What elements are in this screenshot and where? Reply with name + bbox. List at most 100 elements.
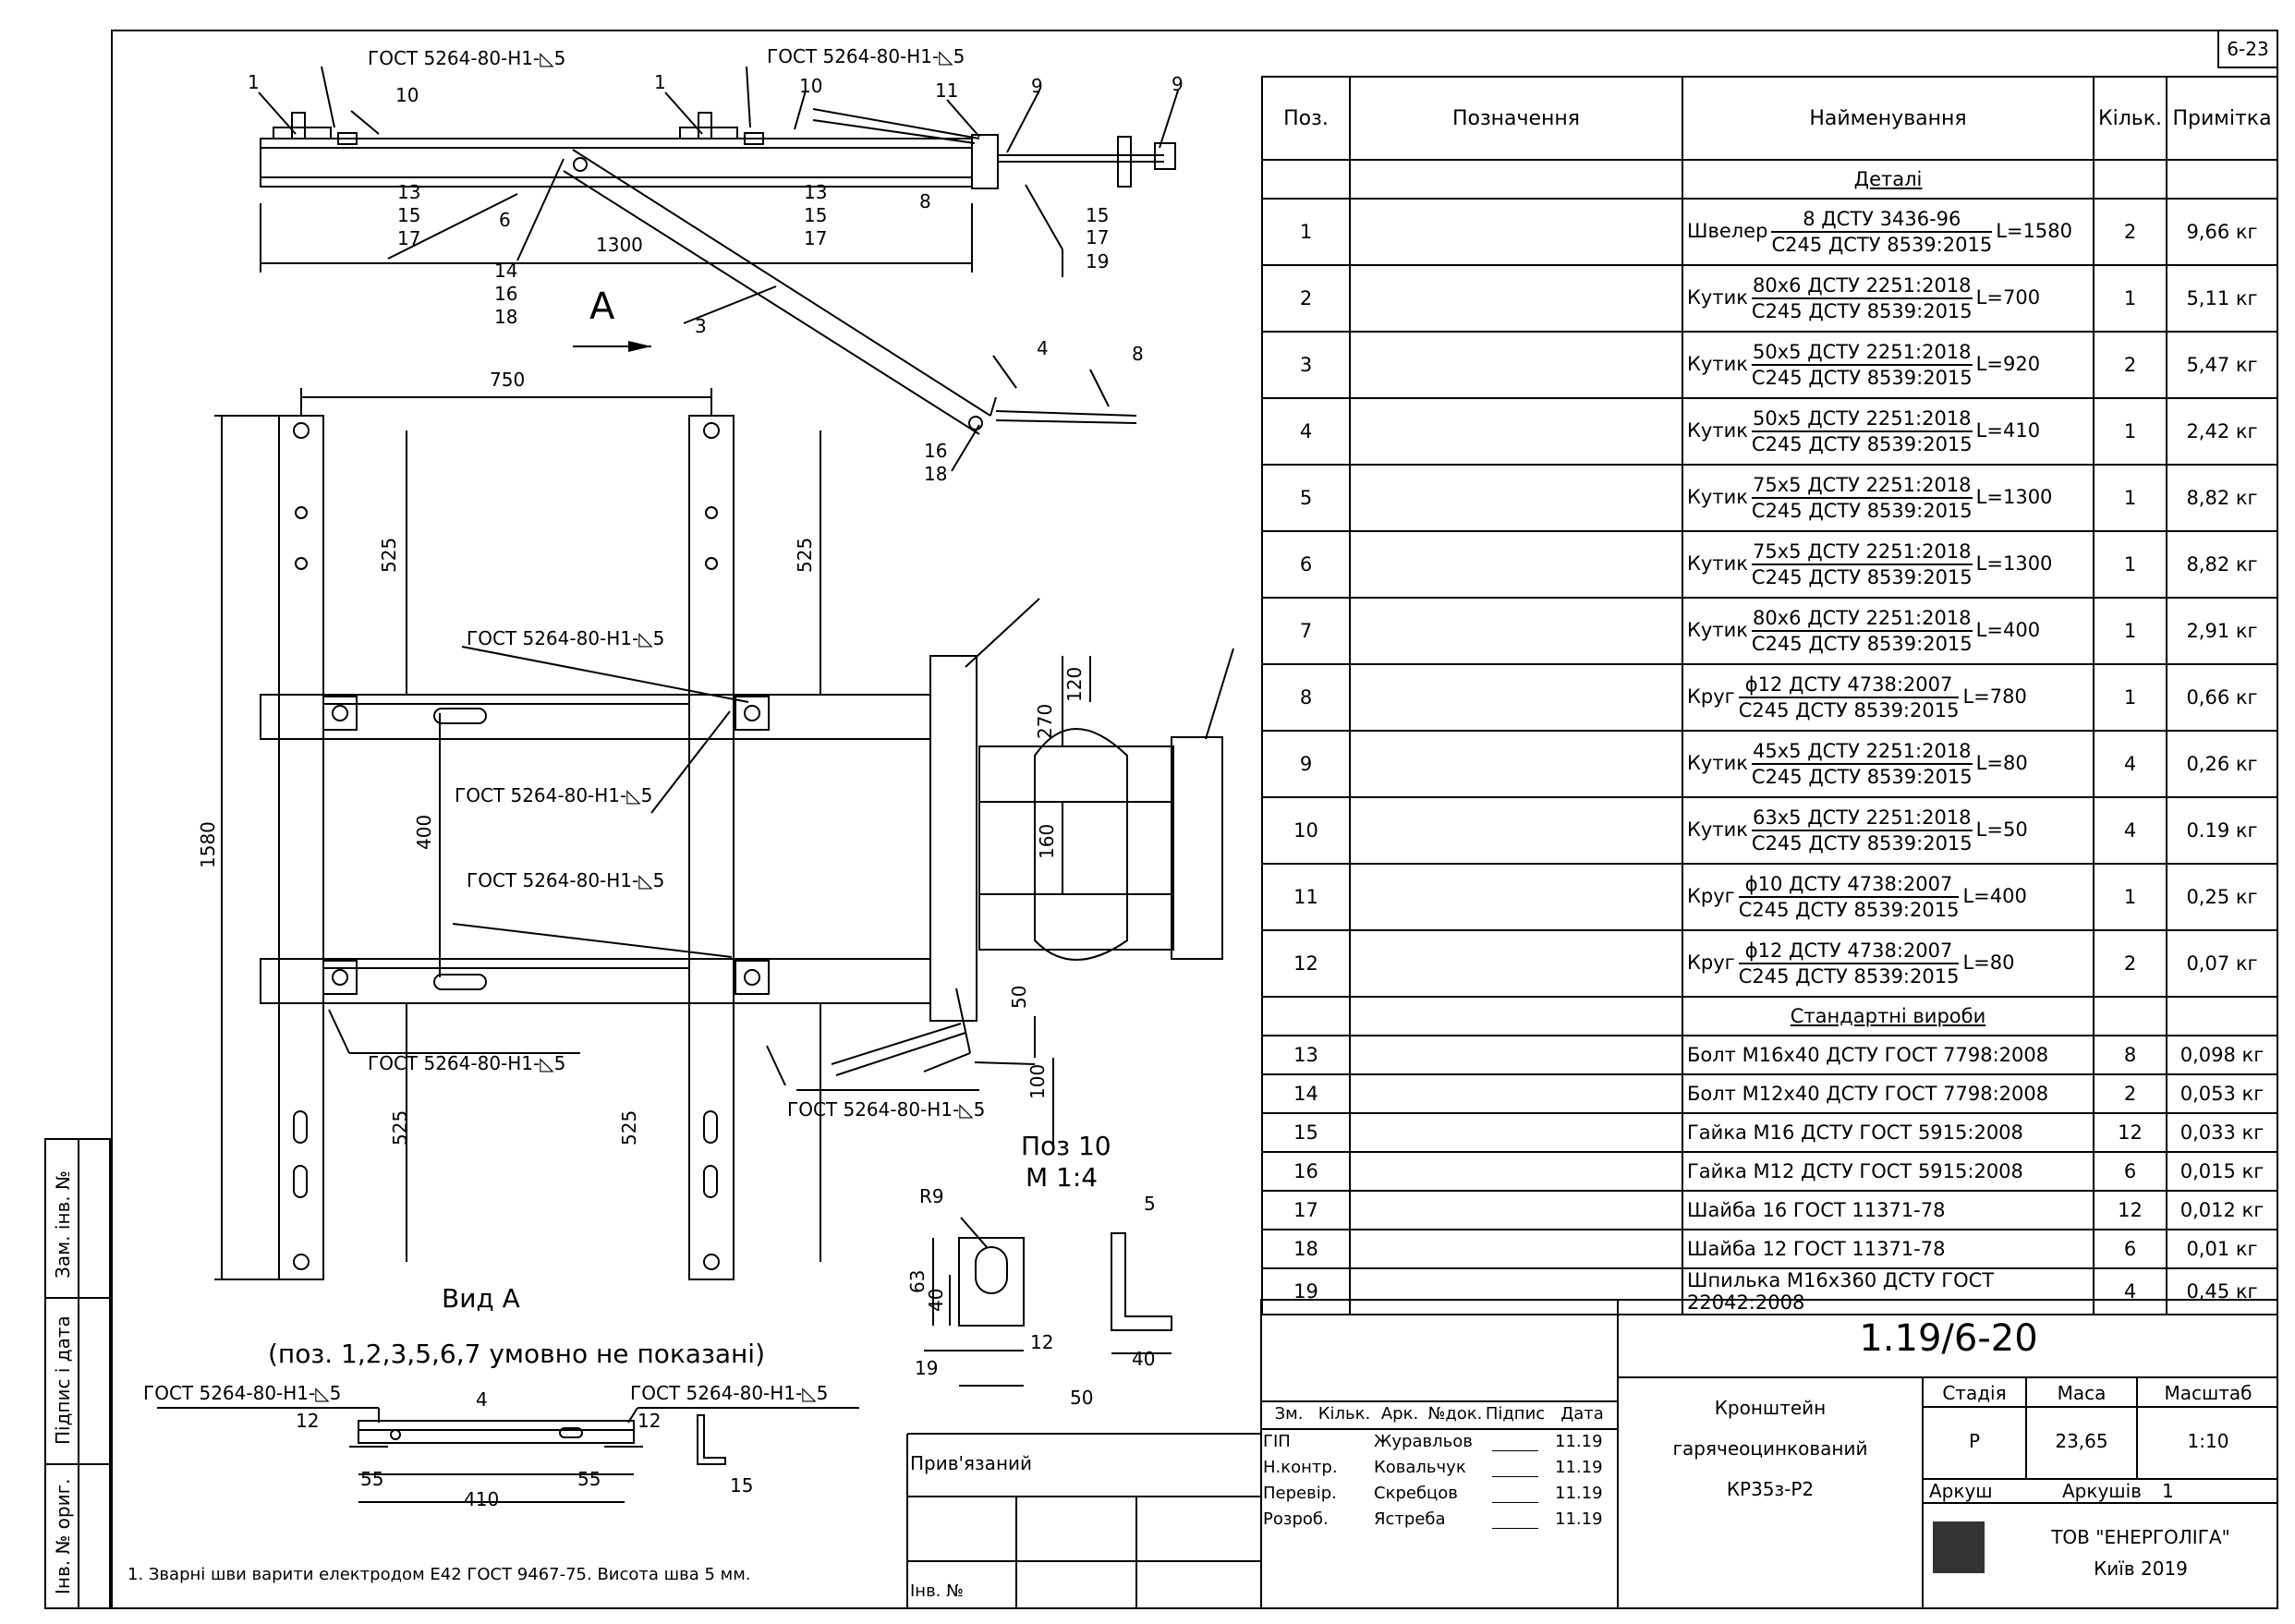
stage-label: Стадія xyxy=(1942,1382,2007,1404)
spec-standard-row: 13 Болт М16х40 ДСТУ ГОСТ 7798:2008 8 0,0… xyxy=(1261,1035,2278,1075)
std-qty: 6 xyxy=(2092,1229,2168,1269)
row-designation xyxy=(1349,331,1683,399)
row-pos: 9 xyxy=(1261,730,1351,798)
detail4-gost-right: ГОСТ 5264-80-Н1-◺5 xyxy=(630,1382,828,1404)
std-designation xyxy=(1349,1035,1683,1075)
top-label-4: 4 xyxy=(1037,337,1049,359)
std-pos: 13 xyxy=(1261,1035,1351,1075)
detail4-l4: 4 xyxy=(476,1388,488,1411)
row-pos: 2 xyxy=(1261,264,1351,333)
row-designation xyxy=(1349,264,1683,333)
row-length: L=920 xyxy=(1975,353,2041,375)
row-profile-top: 50х5 ДСТУ 2251:2018 xyxy=(1751,340,1973,366)
detail4-d410: 410 xyxy=(464,1488,499,1510)
row-qty: 1 xyxy=(2092,264,2168,333)
row-profile-bottom: С245 ДСТУ 8539:2015 xyxy=(1738,699,1960,721)
std-pos: 16 xyxy=(1261,1151,1351,1192)
row-note: 0,26 кг xyxy=(2166,730,2278,798)
row-length: L=700 xyxy=(1975,286,2041,309)
row-type: Круг xyxy=(1687,885,1735,907)
top-gost-left: ГОСТ 5264-80-Н1-◺5 xyxy=(368,47,565,69)
row-type: Круг xyxy=(1687,951,1735,974)
title-block-grid xyxy=(906,1299,1262,1609)
plan-gost-1: ГОСТ 5264-80-Н1-◺5 xyxy=(467,627,664,649)
col-ark: Арк. xyxy=(1380,1404,1419,1424)
row-designation xyxy=(1349,530,1683,599)
view-arrow-label: А xyxy=(589,285,615,328)
person-name: Ястреба xyxy=(1374,1509,1446,1529)
detail4-d15: 15 xyxy=(730,1474,753,1497)
col-name: Найменування xyxy=(1682,76,2095,161)
person-date: 11.19 xyxy=(1555,1509,1603,1529)
top-view xyxy=(258,66,1179,472)
row-length: L=1300 xyxy=(1975,552,2053,575)
row-type: Круг xyxy=(1687,685,1735,708)
std-name: Гайка М12 ДСТУ ГОСТ 5915:2008 xyxy=(1682,1151,2095,1192)
col-data: Дата xyxy=(1560,1404,1604,1424)
std-qty: 4 xyxy=(2092,1267,2168,1315)
row-qty: 1 xyxy=(2092,663,2168,732)
col-zm: Зм. xyxy=(1274,1404,1304,1424)
row-pos: 6 xyxy=(1261,530,1351,599)
signature xyxy=(1492,1436,1538,1451)
side-stamp: Інв. № ориг. Підпис і дата Зам. інв. № xyxy=(44,1138,111,1609)
plan-view xyxy=(214,388,1234,1280)
row-pos: 1 xyxy=(1261,198,1351,266)
top-label-18b: 18 xyxy=(924,463,947,485)
spec-standard-row: 14 Болт М12х40 ДСТУ ГОСТ 7798:2008 2 0,0… xyxy=(1261,1073,2278,1114)
std-qty: 2 xyxy=(2092,1073,2168,1114)
row-length: L=410 xyxy=(1975,419,2041,442)
row-length: L=1300 xyxy=(1975,486,2053,508)
dim-160: 160 xyxy=(1036,824,1058,859)
section-details: Деталі xyxy=(1682,159,2095,200)
row-profile-top: 45х5 ДСТУ 2251:2018 xyxy=(1751,739,1973,765)
drawing-code: 1.19/6-20 xyxy=(1859,1317,2038,1360)
col-kilk: Кільк. xyxy=(1318,1404,1371,1424)
row-designation xyxy=(1349,730,1683,798)
person-role: Н.контр. xyxy=(1263,1458,1338,1477)
person-role: Розроб. xyxy=(1263,1509,1329,1529)
row-note: 0,66 кг xyxy=(2166,663,2278,732)
dim-525-d: 525 xyxy=(618,1110,640,1145)
row-designation xyxy=(1349,397,1683,466)
std-qty: 6 xyxy=(2092,1151,2168,1192)
std-qty: 12 xyxy=(2092,1112,2168,1153)
std-designation xyxy=(1349,1229,1683,1269)
top-label-13b: 13 xyxy=(804,181,827,203)
row-pos: 5 xyxy=(1261,464,1351,532)
top-label-8b: 8 xyxy=(1132,343,1144,365)
specification-table: Поз. Позначення Найменування Кільк. Прим… xyxy=(1261,76,2278,1315)
top-label-6: 6 xyxy=(499,209,511,231)
detail10-d19: 19 xyxy=(915,1357,938,1379)
city-year: Київ 2019 xyxy=(2094,1557,2188,1580)
std-designation xyxy=(1349,1073,1683,1114)
top-label-15c: 15 xyxy=(1086,204,1109,226)
row-designation xyxy=(1349,796,1683,865)
std-pos: 15 xyxy=(1261,1112,1351,1153)
row-note: 2,91 кг xyxy=(2166,597,2278,665)
row-qty: 4 xyxy=(2092,796,2168,865)
top-label-15a: 15 xyxy=(397,204,420,226)
dim-525-b: 525 xyxy=(794,538,816,573)
row-designation xyxy=(1349,863,1683,931)
row-qty: 1 xyxy=(2092,397,2168,466)
row-type: Кутик xyxy=(1687,619,1748,641)
product-name-2: гарячеоцинкований xyxy=(1672,1437,1868,1460)
row-pos: 10 xyxy=(1261,796,1351,865)
row-profile-bottom: С245 ДСТУ 8539:2015 xyxy=(1751,832,1973,854)
col-pidpys: Підпис xyxy=(1485,1404,1546,1424)
detail10-title: Поз 10 xyxy=(1021,1131,1111,1161)
